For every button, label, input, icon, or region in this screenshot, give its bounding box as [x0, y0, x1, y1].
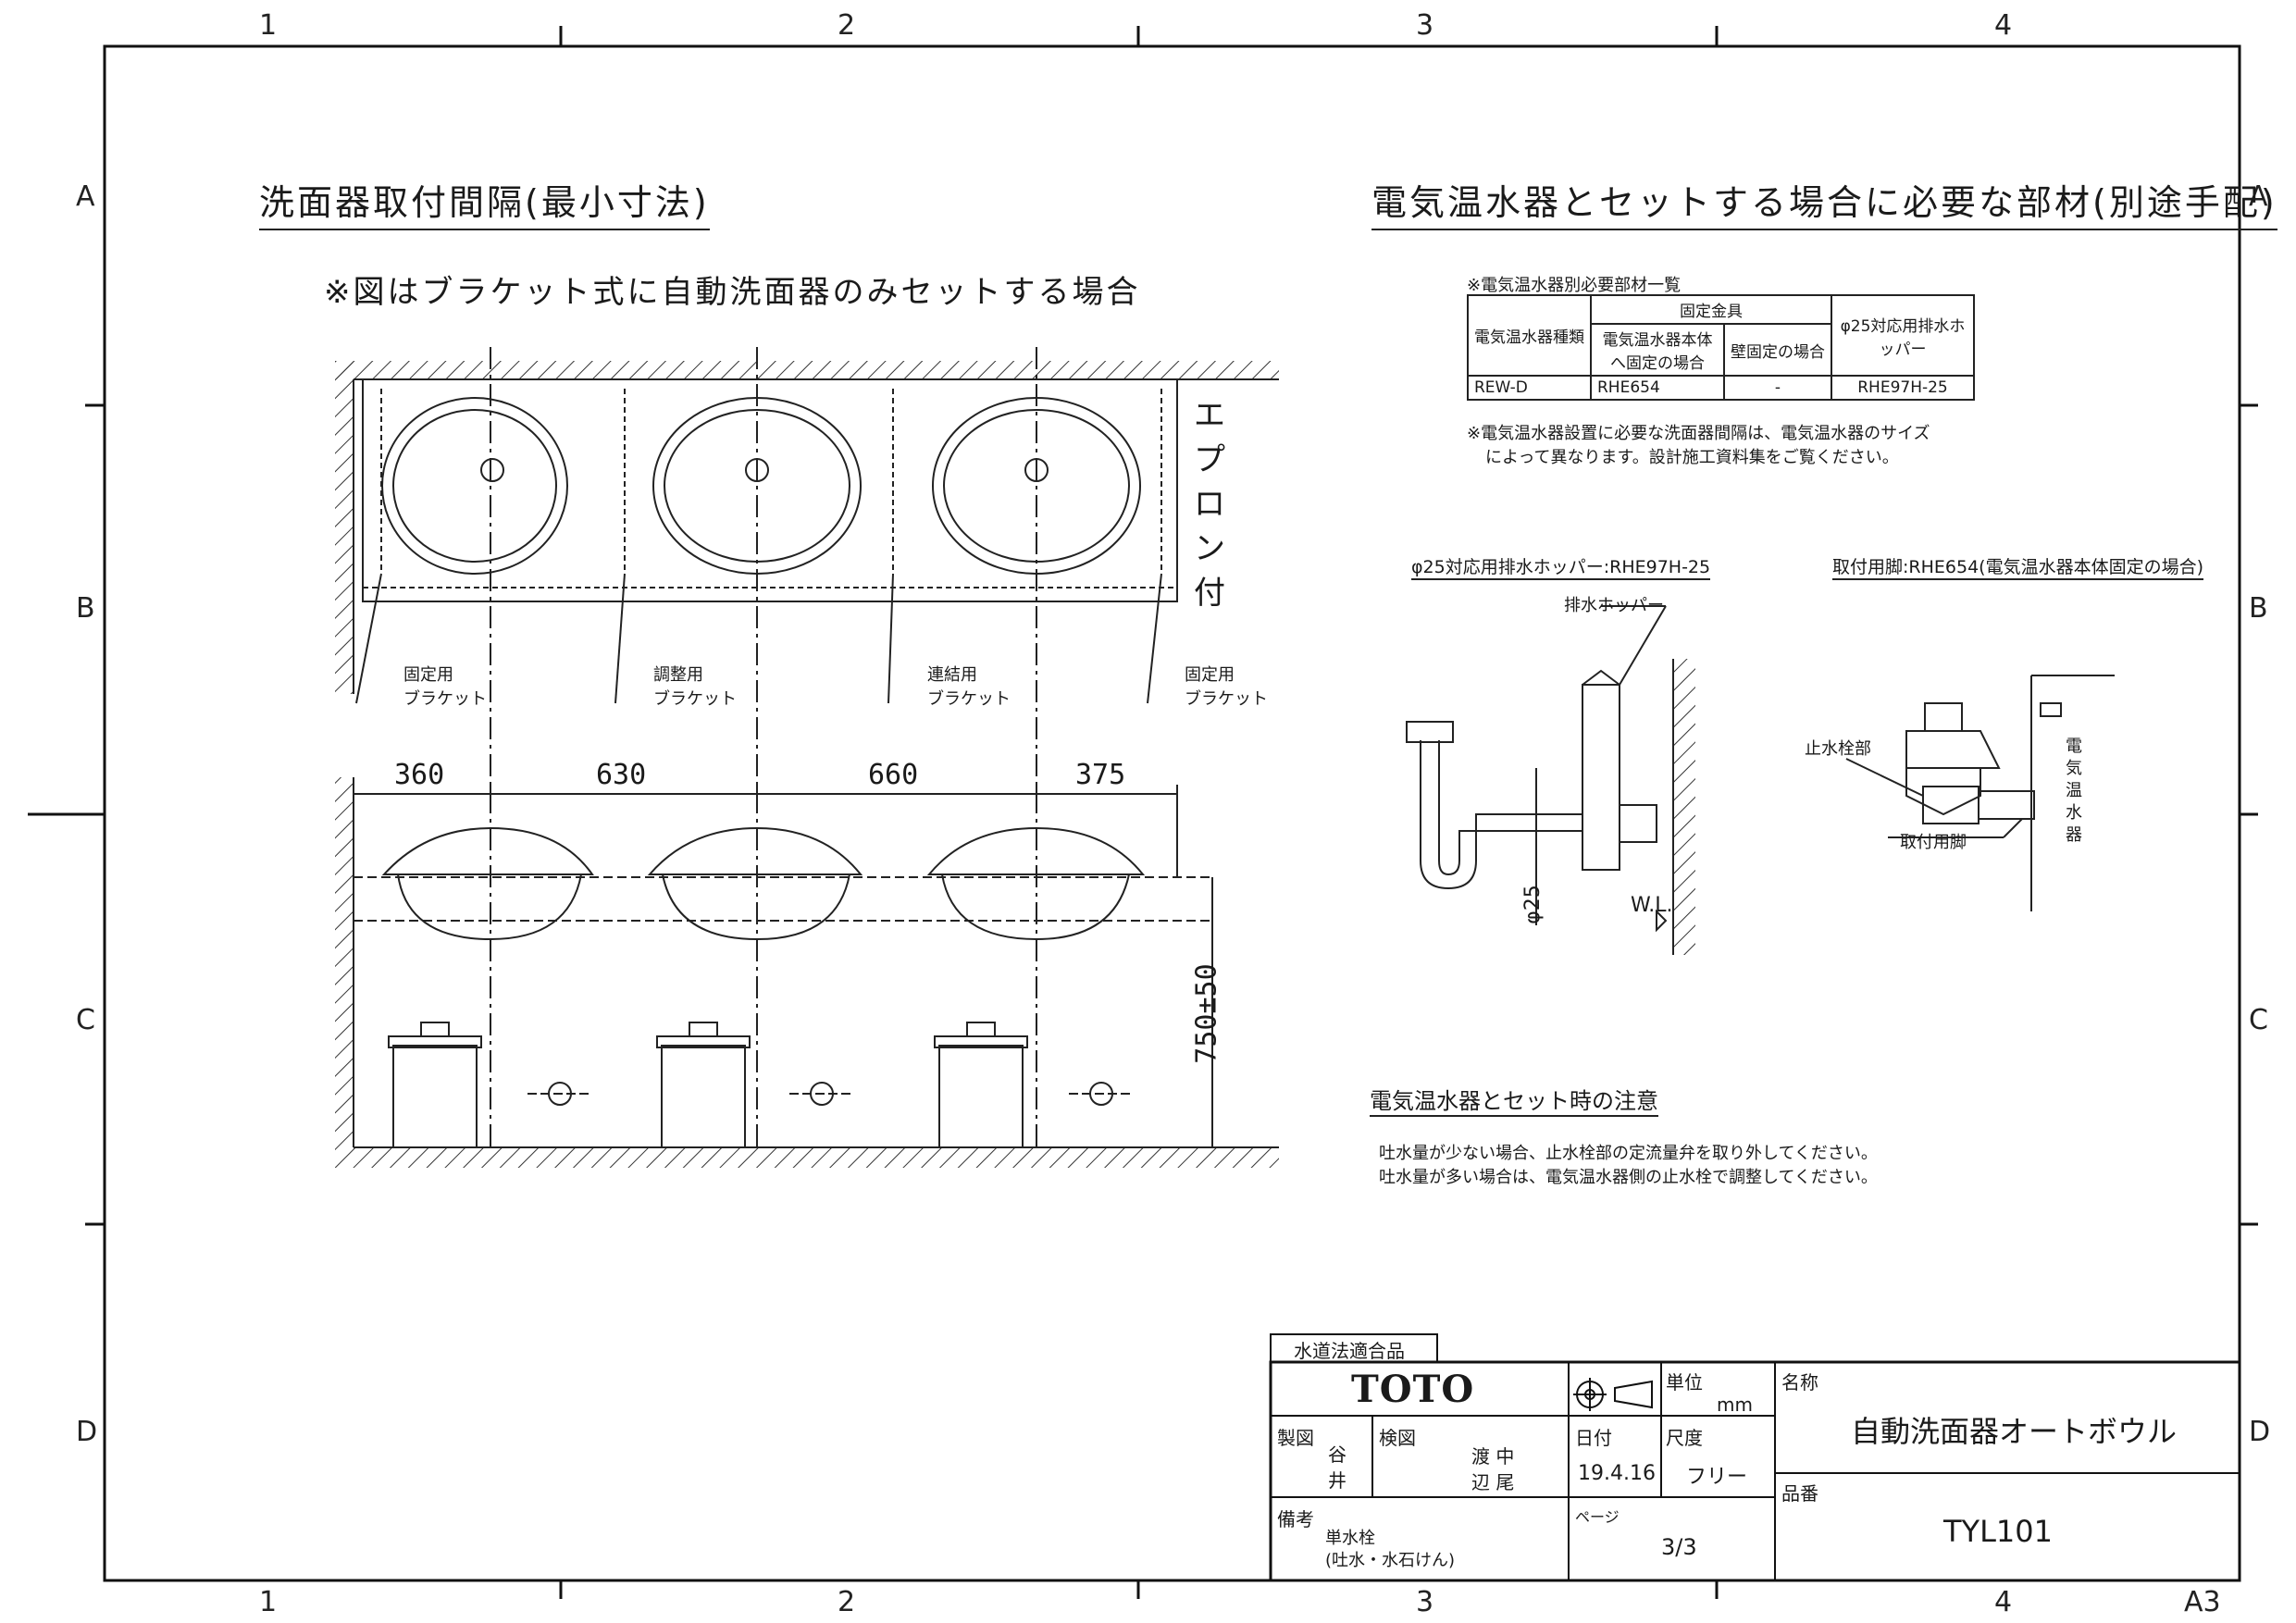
title-block-lines	[1269, 1333, 2241, 1582]
date-label: 日付	[1575, 1427, 1612, 1449]
grid-row-d: D	[76, 1416, 98, 1448]
grid-col-4: 4	[1994, 9, 2013, 42]
leg-title: 取付用脚:RHE654(電気温水器本体固定の場合)	[1832, 553, 2203, 580]
stop-valve-label: 止水栓部	[1805, 739, 1871, 759]
leg-label: 取付用脚	[1900, 833, 1967, 852]
caution-title: 電気温水器とセット時の注意	[1370, 1083, 1658, 1117]
grid-col-3: 3	[1416, 9, 1434, 42]
grid-row-d-right: D	[2249, 1416, 2271, 1448]
checked-names-2: 辺 尾	[1471, 1471, 1515, 1493]
drawn-label: 製図	[1277, 1427, 1314, 1449]
page-label: ページ	[1575, 1508, 1620, 1526]
leg-detail	[1845, 675, 2115, 911]
spacing-note: ※図はブラケット式に自動洗面器のみセットする場合	[324, 274, 1141, 311]
hopper-detail	[1406, 605, 1695, 955]
spacing-section-title: 洗面器取付間隔(最小寸法)	[259, 174, 710, 230]
grid-col-2: 2	[838, 9, 856, 42]
height-dimension: 750±50	[1190, 963, 1223, 1064]
dimension-660: 660	[868, 759, 919, 791]
projection-symbol-icon	[1573, 1378, 1653, 1411]
hopper-diameter: φ25	[1520, 885, 1545, 924]
parts-col-body: 電気温水器本体へ固定の場合	[1590, 323, 1725, 377]
checked-label: 検図	[1379, 1427, 1416, 1449]
parts-cell-wall: -	[1723, 375, 1832, 401]
caution-line-2: 吐水量が多い場合は、電気温水器側の止水栓で調整してください。	[1379, 1168, 1878, 1187]
dimension-360: 360	[394, 759, 445, 791]
remarks-line-2: (吐水・水石けん)	[1325, 1551, 1456, 1570]
parts-col-wall: 壁固定の場合	[1723, 323, 1832, 377]
remarks-line-1: 単水栓	[1325, 1529, 1375, 1548]
grid-col-4-bottom: 4	[1994, 1586, 2013, 1618]
page-value: 3/3	[1661, 1534, 1697, 1560]
caution-line-1: 吐水量が少ない場合、止水栓部の定流量弁を取り外してください。	[1379, 1144, 1878, 1163]
bracket-label-3: 連結用ブラケット	[927, 665, 1011, 709]
part-no-label: 品番	[1781, 1482, 1818, 1505]
heater-label: 電気温水器	[2066, 737, 2082, 845]
date-value: 19.4.16	[1578, 1462, 1656, 1485]
grid-col-1-bottom: 1	[259, 1586, 278, 1618]
bracket-label-1: 固定用ブラケット	[403, 665, 487, 709]
parts-section-title: 電気温水器とセットする場合に必要な部材(別途手配)	[1371, 174, 2277, 230]
grid-col-1: 1	[259, 9, 278, 42]
compliance-label: 水道法適合品	[1294, 1340, 1405, 1362]
grid-row-b: B	[76, 592, 95, 625]
apron-label: エプロン付	[1194, 397, 1225, 612]
bracket-label-2: 調整用ブラケット	[653, 665, 737, 709]
parts-cell-hopper: RHE97H-25	[1831, 375, 1975, 401]
water-level-label: W.L.	[1631, 894, 1673, 917]
parts-table: 電気温水器種類 固定金具 φ25対応用排水ホッパー 電気温水器本体へ固定の場合 …	[1467, 294, 1975, 401]
dimension-375: 375	[1075, 759, 1126, 791]
grid-row-c-right: C	[2249, 1004, 2268, 1036]
parts-cell-type: REW-D	[1467, 375, 1592, 401]
unit-value: mm	[1717, 1394, 1753, 1416]
grid-row-c: C	[76, 1004, 95, 1036]
drawn-name-1: 谷	[1328, 1443, 1347, 1466]
hopper-label: 排水ホッパー	[1564, 596, 1664, 615]
parts-col-fixing: 固定金具	[1590, 294, 1832, 325]
parts-col-type: 電気温水器種類	[1467, 294, 1592, 377]
remarks-label: 備考	[1277, 1508, 1314, 1530]
checked-names-1: 渡 中	[1471, 1445, 1515, 1468]
scale-value: フリー	[1686, 1466, 1748, 1489]
dimension-630: 630	[596, 759, 647, 791]
grid-ticks	[28, 26, 2258, 1599]
hopper-title: φ25対応用排水ホッパー:RHE97H-25	[1411, 553, 1711, 580]
grid-col-2-bottom: 2	[838, 1586, 856, 1618]
parts-note-2: によって異なります。設計施工資料集をご覧ください。	[1485, 448, 1899, 467]
parts-col-hopper: φ25対応用排水ホッパー	[1831, 294, 1975, 377]
unit-label: 単位	[1666, 1371, 1703, 1394]
name-label: 名称	[1781, 1371, 1818, 1394]
product-name: 自動洗面器オートボウル	[1851, 1414, 2178, 1449]
plan-view	[335, 347, 1279, 1147]
grid-row-a: A	[76, 180, 95, 213]
grid-col-3-bottom: 3	[1416, 1586, 1434, 1618]
parts-note-1: ※電気温水器設置に必要な洗面器間隔は、電気温水器のサイズ	[1467, 424, 1930, 443]
grid-row-b-right: B	[2249, 592, 2268, 625]
drawn-name-2: 井	[1328, 1469, 1347, 1492]
part-no-value: TYL101	[1943, 1514, 2053, 1549]
parts-cell-body: RHE654	[1590, 375, 1725, 401]
grid-row-a-right: A	[2249, 180, 2268, 213]
scale-label: 尺度	[1666, 1427, 1703, 1449]
brand-logo: TOTO	[1351, 1368, 1475, 1411]
sheet-size: A3	[2184, 1586, 2221, 1618]
elevation-view	[335, 777, 1279, 1168]
parts-table-caption: ※電気温水器別必要部材一覧	[1467, 276, 1682, 295]
bracket-label-4: 固定用ブラケット	[1185, 665, 1268, 709]
